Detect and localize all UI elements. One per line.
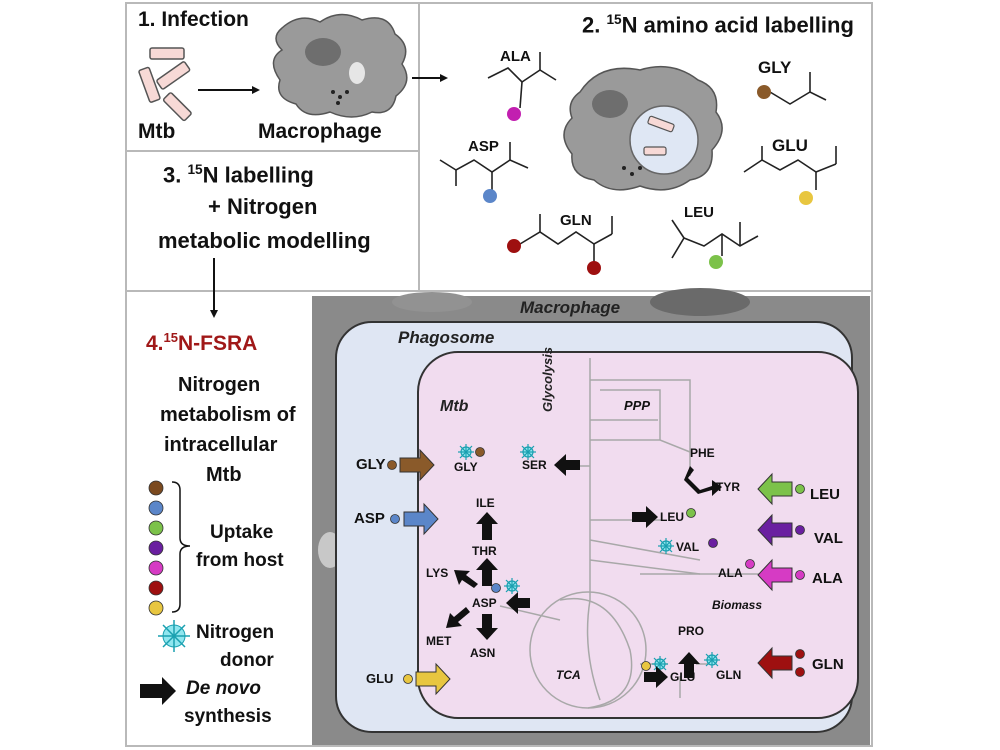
mtb-cell — [417, 351, 859, 719]
donor-label-1: Nitrogen — [196, 622, 275, 643]
gly-internal-dot — [475, 447, 485, 457]
tyr-label: TYR — [716, 480, 740, 494]
ala-product-label: ALA — [718, 566, 743, 580]
uptake-bracket — [171, 481, 191, 613]
gly-uptake-dot — [387, 460, 397, 470]
leu-label: LEU — [684, 204, 714, 221]
tca-label: TCA — [556, 668, 581, 682]
nitrogen-donor-icon — [458, 444, 720, 672]
macrophage-label: Macrophage — [258, 120, 382, 143]
thr-label: THR — [472, 544, 497, 558]
fsra-subtitle-4: Mtb — [206, 464, 242, 486]
met-label: MET — [426, 634, 452, 648]
molecule-asp — [439, 142, 529, 190]
ala-uptake-label: ALA — [812, 570, 843, 587]
biomass-label: Biomass — [712, 598, 763, 612]
gly-n-dot — [757, 85, 771, 99]
phagosome-label: Phagosome — [398, 328, 495, 347]
asp-uptake-arrow — [403, 502, 439, 536]
glu-uptake-label: GLU — [366, 671, 394, 686]
pro-label: PRO — [678, 624, 705, 638]
denovo-arrows — [446, 454, 722, 688]
fsra-subtitle-2: metabolism of — [160, 404, 296, 426]
uptake-label-2: from host — [196, 550, 284, 571]
glu-n-dot — [799, 191, 813, 205]
leu-uptake-dot — [795, 484, 805, 494]
gly-label: GLY — [758, 58, 792, 77]
mtb-label: Mtb — [138, 120, 176, 143]
ala-label: ALA — [500, 48, 531, 65]
gln-n-dot — [587, 261, 601, 275]
mtb-cell-label: Mtb — [440, 398, 469, 415]
leu-uptake-arrow — [757, 472, 793, 506]
molecule-gln — [519, 214, 613, 262]
glycolysis-label: Glycolysis — [540, 346, 555, 412]
asn-label: ASN — [470, 646, 496, 660]
macrophage-compartment-label: Macrophage — [520, 298, 621, 317]
ala-uptake-arrow — [757, 558, 793, 592]
molecule-leu — [671, 219, 759, 259]
leu-internal-dot — [686, 508, 696, 518]
asp-uptake-dot — [390, 514, 400, 524]
fsra-subtitle-1: Nitrogen — [178, 374, 261, 396]
panel3-line1: 3. 15N labelling — [163, 162, 314, 188]
molecule-glu — [743, 146, 837, 190]
glu-uptake-arrow — [415, 662, 451, 696]
panel1-title: 1. Infection — [138, 8, 249, 31]
gln-uptake-label: GLN — [812, 656, 844, 673]
val-product-label: VAL — [676, 540, 700, 554]
panel3-line2: + Nitrogen — [208, 194, 318, 219]
ser-label: SER — [522, 458, 547, 472]
phe-label: PHE — [690, 446, 715, 460]
asp-label: ASP — [468, 138, 499, 155]
molecule-ala — [487, 52, 557, 109]
gln-uptake-arrow — [757, 646, 793, 680]
ala-internal-dot — [745, 559, 755, 569]
legend-denovo-arrow-icon — [140, 677, 176, 705]
fsra-subtitle-3: intracellular — [164, 434, 278, 456]
ala-uptake-dot — [795, 570, 805, 580]
asp-internal-dot — [491, 583, 501, 593]
ile-label: ILE — [476, 496, 495, 510]
val-internal-dot — [708, 538, 718, 548]
mtb-bacilli — [138, 47, 192, 122]
glu-product-label: GLU — [670, 670, 696, 684]
glu-internal-dot — [641, 661, 651, 671]
leu-n-dot — [709, 255, 723, 269]
asp-n-dot — [483, 189, 497, 203]
gln-uptake-dots — [795, 649, 805, 677]
ala-n-dot — [507, 107, 521, 121]
val-uptake-label: VAL — [814, 530, 843, 547]
donor-label-2: donor — [220, 650, 274, 671]
molecule-gly — [769, 72, 827, 105]
val-uptake-arrow — [757, 513, 793, 547]
infected-macrophage — [563, 65, 723, 191]
pathway-network — [499, 358, 760, 709]
fsra-title: 4.15N-FSRA — [146, 330, 258, 355]
panel3-line3: metabolic modelling — [158, 228, 371, 253]
uptake-label-1: Uptake — [210, 522, 274, 543]
gln-label: GLN — [560, 212, 592, 229]
macrophage-cell-small — [272, 13, 408, 118]
asp-product-label: ASP — [472, 596, 497, 610]
gln-side-n-dot — [507, 239, 521, 253]
uptake-dot-legend — [148, 480, 164, 616]
legend-nitrogen-donor-icon — [158, 620, 190, 652]
gly-uptake-label: GLY — [356, 456, 386, 473]
panel2-title: 2. 15N amino acid labelling — [582, 12, 854, 38]
denovo-label-2: synthesis — [184, 706, 272, 727]
asp-uptake-label: ASP — [354, 510, 385, 527]
val-uptake-dot — [795, 525, 805, 535]
ppp-label: PPP — [624, 398, 651, 413]
leu-product-label: LEU — [660, 510, 684, 524]
leu-uptake-label: LEU — [810, 486, 840, 503]
glu-label: GLU — [772, 136, 808, 155]
denovo-label-1: De novo — [186, 678, 261, 699]
glu-uptake-dot — [403, 674, 413, 684]
lys-label: LYS — [426, 566, 449, 580]
gln-product-label: GLN — [716, 668, 742, 682]
gly-uptake-arrow — [399, 448, 435, 482]
gly-product-label: GLY — [454, 460, 478, 474]
